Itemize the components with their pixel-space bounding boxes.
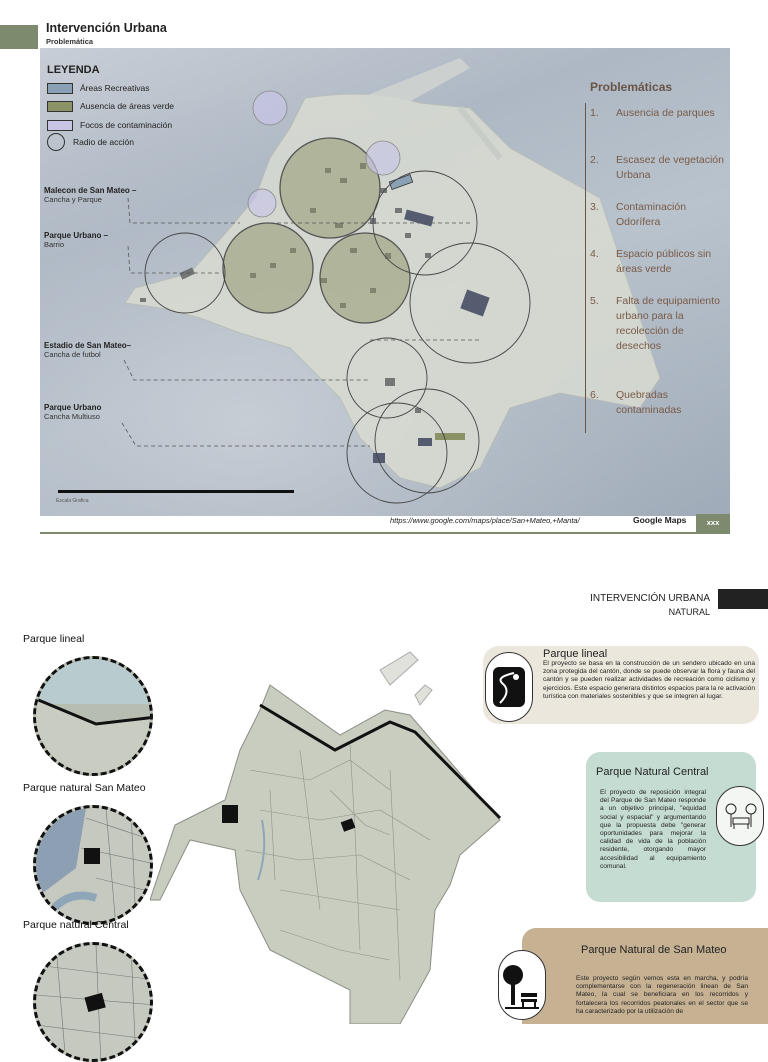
legend-label: Radio de acción xyxy=(73,137,134,147)
legend-swatch xyxy=(47,100,73,112)
footer-rule xyxy=(40,532,730,534)
legend-item-pollution: Focos de contaminación xyxy=(47,118,172,132)
card-title: Parque lineal xyxy=(543,648,608,660)
place-label-estadio: Estadio de San Mateo– Cancha de futbol xyxy=(44,341,131,359)
place-label-title: Parque Urbano – xyxy=(44,231,109,240)
problem-number: 4. xyxy=(590,248,599,260)
scale-bar xyxy=(58,490,294,493)
problems-title: Problemáticas xyxy=(590,80,673,94)
page-number-badge: xxx xyxy=(696,514,730,532)
problem-map-drawing xyxy=(40,48,730,516)
legend-title: LEYENDA xyxy=(47,64,100,76)
zoom-circle-parque-lineal xyxy=(33,656,153,776)
place-label-title: Parque Urbano xyxy=(44,403,102,412)
problems-divider xyxy=(585,103,586,433)
zoom-circle-central xyxy=(33,942,153,1062)
header-accent-tab xyxy=(0,25,38,49)
problem-text: Escasez de vegetación Urbana xyxy=(616,154,724,181)
place-label-malecon: Malecon de San Mateo – Cancha y Parque xyxy=(44,186,136,204)
place-label-sub: Cancha de futbol xyxy=(44,350,101,359)
place-label-sub: Barrio xyxy=(44,240,65,249)
zoom-view xyxy=(36,808,150,922)
parque-san-mateo-badge xyxy=(498,950,546,1020)
source-url[interactable]: https://www.google.com/maps/place/San+Ma… xyxy=(390,516,580,525)
legend-item-radius: Radio de acción xyxy=(47,133,134,151)
card-text: El proyecto se basa en la construcción d… xyxy=(543,660,755,700)
card-title: Parque Natural de San Mateo xyxy=(581,944,727,956)
problem-item: 4. Espacio públicos sin áreas verde xyxy=(590,247,725,277)
park-map-drawing xyxy=(149,651,502,1025)
page-subtitle: Problemática xyxy=(46,37,94,46)
section-title: INTERVENCIÓN URBANA xyxy=(590,593,710,604)
problem-number: 5. xyxy=(590,295,599,307)
place-label-title: Malecon de San Mateo – xyxy=(44,186,137,195)
problem-text: Falta de equipamiento urbano para la rec… xyxy=(616,295,720,352)
problem-item: 6. Quebradas contaminadas xyxy=(590,388,725,418)
circle-label-central: Parque natural Central xyxy=(23,919,129,931)
problem-number: 3. xyxy=(590,201,599,213)
source-name: Google Maps xyxy=(633,515,687,525)
park-map xyxy=(149,650,590,1025)
circle-label-san-mateo: Parque natural San Mateo xyxy=(23,782,146,794)
place-label-sub: Cancha y Parque xyxy=(44,195,102,204)
page-title: Intervención Urbana xyxy=(46,21,167,35)
problem-item: 3. Contaminación Odorífera xyxy=(590,200,725,230)
footer-bar xyxy=(40,516,730,532)
place-label-title: Estadio de San Mateo– xyxy=(44,341,132,350)
section-tab xyxy=(718,589,768,609)
problem-map xyxy=(40,48,730,516)
problem-text: Ausencia de parques xyxy=(616,107,715,119)
scale-label: Escala Grafica xyxy=(56,498,89,504)
park-bench-icon xyxy=(725,803,757,829)
card-title: Parque Natural Central xyxy=(596,766,709,778)
zoom-circle-san-mateo xyxy=(33,805,153,925)
zoom-view xyxy=(36,659,150,773)
place-label-parque-barrio: Parque Urbano – Barrio xyxy=(44,231,108,249)
problem-number: 2. xyxy=(590,154,599,166)
problem-number: 6. xyxy=(590,389,599,401)
problem-item: 5. Falta de equipamiento urbano para la r… xyxy=(590,294,725,354)
legend-item-no-green: Ausencia de áreas verde xyxy=(47,99,174,113)
card-parque-san-mateo xyxy=(522,928,768,1024)
circle-label-parque-lineal: Parque lineal xyxy=(23,633,85,645)
card-text: El proyecto de reposición integral del P… xyxy=(600,789,706,870)
legend-label: Focos de contaminación xyxy=(80,120,173,130)
place-label-sub: Cancha Multiuso xyxy=(44,412,100,421)
section-subtitle: NATURAL xyxy=(668,607,710,617)
problem-item: 2. Escasez de vegetación Urbana xyxy=(590,153,725,183)
legend-swatch xyxy=(47,82,73,94)
trail-icon xyxy=(493,667,525,707)
problem-text: Espacio públicos sin áreas verde xyxy=(616,248,712,275)
card-text: Este proyecto según vemos esta en marcha… xyxy=(576,975,748,1015)
problem-number: 1. xyxy=(590,107,599,119)
legend-swatch xyxy=(47,119,73,131)
radius-circle-icon xyxy=(47,133,65,151)
place-label-multiuso: Parque Urbano Cancha Multiuso xyxy=(44,403,101,421)
zoom-view xyxy=(36,945,150,1059)
parque-central-badge xyxy=(716,786,764,846)
tree-bench-icon xyxy=(503,965,539,1009)
legend-item-recreational: Áreas Recreativas xyxy=(47,81,149,95)
legend-label: Áreas Recreativas xyxy=(80,83,150,93)
legend-label: Ausencia de áreas verde xyxy=(80,101,175,111)
parque-lineal-badge xyxy=(485,652,533,722)
problem-text: Quebradas contaminadas xyxy=(616,389,682,416)
problem-text: Contaminación Odorífera xyxy=(616,201,687,228)
problem-item: 1. Ausencia de parques xyxy=(590,106,725,121)
